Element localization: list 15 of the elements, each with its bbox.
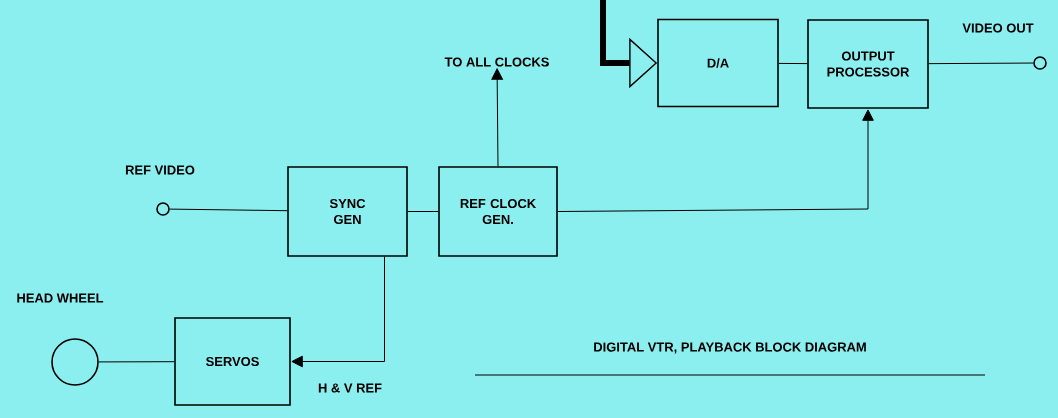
arrow: [491, 68, 503, 167]
terminal-label: REF VIDEO: [125, 165, 195, 175]
process-box: REF CLOCK GEN.: [438, 166, 558, 257]
edge-label: H & V REF: [318, 383, 382, 393]
process-box: SYNC GEN: [287, 166, 408, 257]
process-box: D/A: [657, 18, 779, 108]
arrow: [291, 256, 385, 368]
terminal-label: HEAD WHEEL: [17, 293, 104, 303]
process-box: SERVOS: [174, 317, 291, 406]
caption: DIGITAL VTR, PLAYBACK BLOCK DIAGRAM: [594, 342, 866, 354]
arrow: [557, 109, 874, 212]
signal-label: TO ALL CLOCKS: [444, 57, 549, 67]
head-wheel-circle: [51, 338, 99, 386]
terminal-label: VIDEO OUT: [962, 23, 1034, 33]
process-box: OUTPUT PROCESSOR: [807, 19, 929, 109]
